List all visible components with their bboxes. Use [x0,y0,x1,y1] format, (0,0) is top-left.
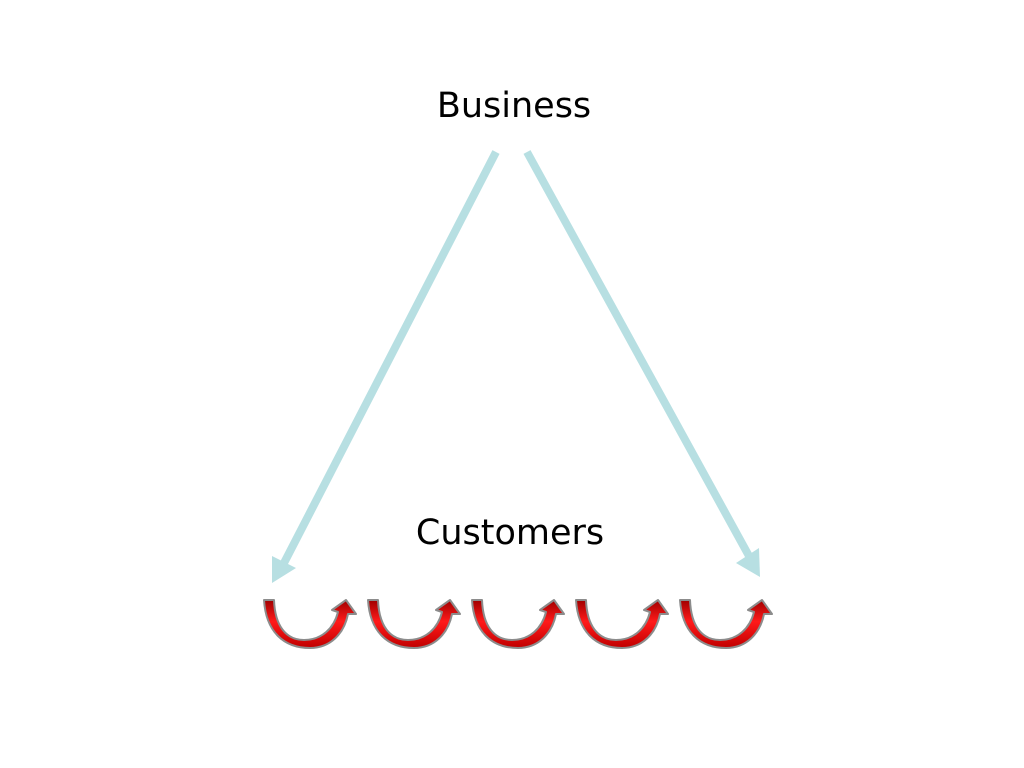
curved-arrow-icon [263,599,357,649]
customer-curved-arrows-row [263,599,773,649]
left-arrow-line [280,150,500,565]
curved-arrow-icon [367,599,461,649]
left-arrow-head [272,556,296,583]
right-arrow-line [523,150,753,558]
arrow-business-to-customers-right [523,150,760,577]
curved-arrow-icon [471,599,565,649]
curved-arrow-icon [575,599,669,649]
customers-node-label: Customers [415,513,605,553]
curved-arrow-icon [679,599,773,649]
right-arrow-head [736,548,760,577]
business-node-label: Business [436,86,592,126]
arrow-business-to-customers-left [272,150,500,583]
